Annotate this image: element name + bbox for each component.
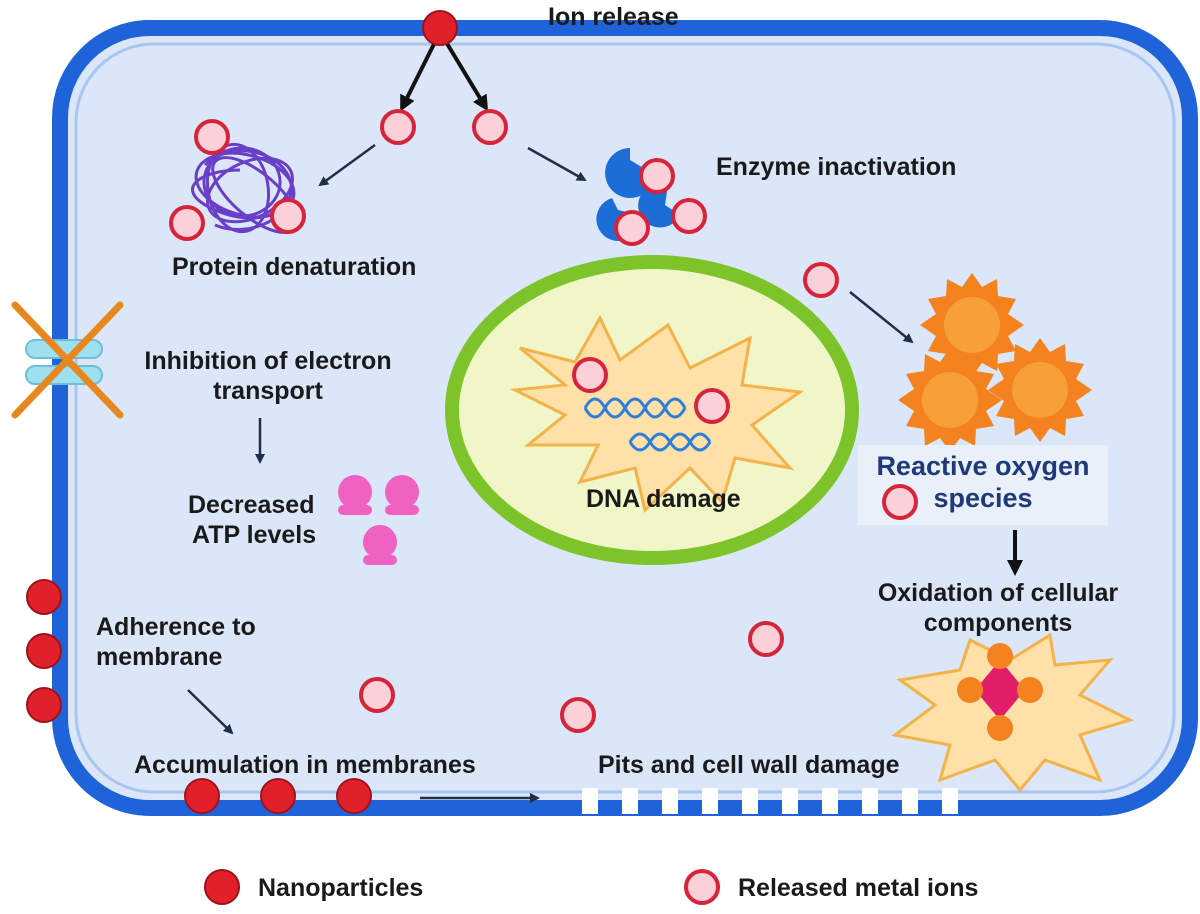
label-reactive-oxygen-species: Reactive oxygen species [858, 450, 1108, 514]
label-inhibition-electron-transport: Inhibition of electron transport [118, 346, 418, 406]
label-adherence-to-membrane: Adherence to membrane [96, 612, 256, 672]
nanoparticles [26, 10, 458, 814]
oxidation-burst [891, 632, 1135, 793]
legend-ion-marker [684, 869, 720, 905]
pathway-arrows [187, 30, 1023, 803]
legend-label-released-ions: Released metal ions [738, 874, 979, 902]
label-adherence-line1: Adherence to [96, 613, 256, 641]
released-metal-ions [169, 109, 918, 733]
label-inhibition-line2: transport [213, 377, 323, 405]
label-protein-denaturation: Protein denaturation [172, 253, 417, 281]
label-ion-release: Ion release [548, 3, 679, 31]
label-ros-line2: species [933, 483, 1033, 513]
label-oxidation-line1: Oxidation of cellular [877, 579, 1119, 607]
label-adherence-line2: membrane [96, 643, 223, 671]
ros-sun-icons [898, 273, 1092, 452]
label-oxidation-line2: components [923, 609, 1073, 637]
legend-nanoparticle-marker [204, 869, 240, 905]
label-accumulation-in-membranes: Accumulation in membranes [134, 751, 476, 779]
legend-label-nanoparticles: Nanoparticles [258, 874, 424, 902]
label-decreased-line1: Decreased [188, 491, 315, 519]
electron-transport-channel [11, 301, 124, 419]
label-decreased-atp: Decreased ATP levels [188, 490, 316, 550]
label-dna-damage: DNA damage [586, 485, 741, 513]
label-oxidation-cellular-components: Oxidation of cellular components [848, 578, 1148, 638]
dna-strands [583, 397, 712, 452]
label-pits-cell-wall-damage: Pits and cell wall damage [598, 751, 900, 779]
label-decreased-line2: ATP levels [192, 521, 317, 549]
cell-wall-pits [582, 788, 958, 814]
atp-molecules [338, 475, 419, 565]
label-ros-line1: Reactive oxygen [876, 451, 1090, 481]
label-enzyme-inactivation: Enzyme inactivation [716, 153, 957, 181]
label-inhibition-line1: Inhibition of electron [144, 347, 392, 375]
